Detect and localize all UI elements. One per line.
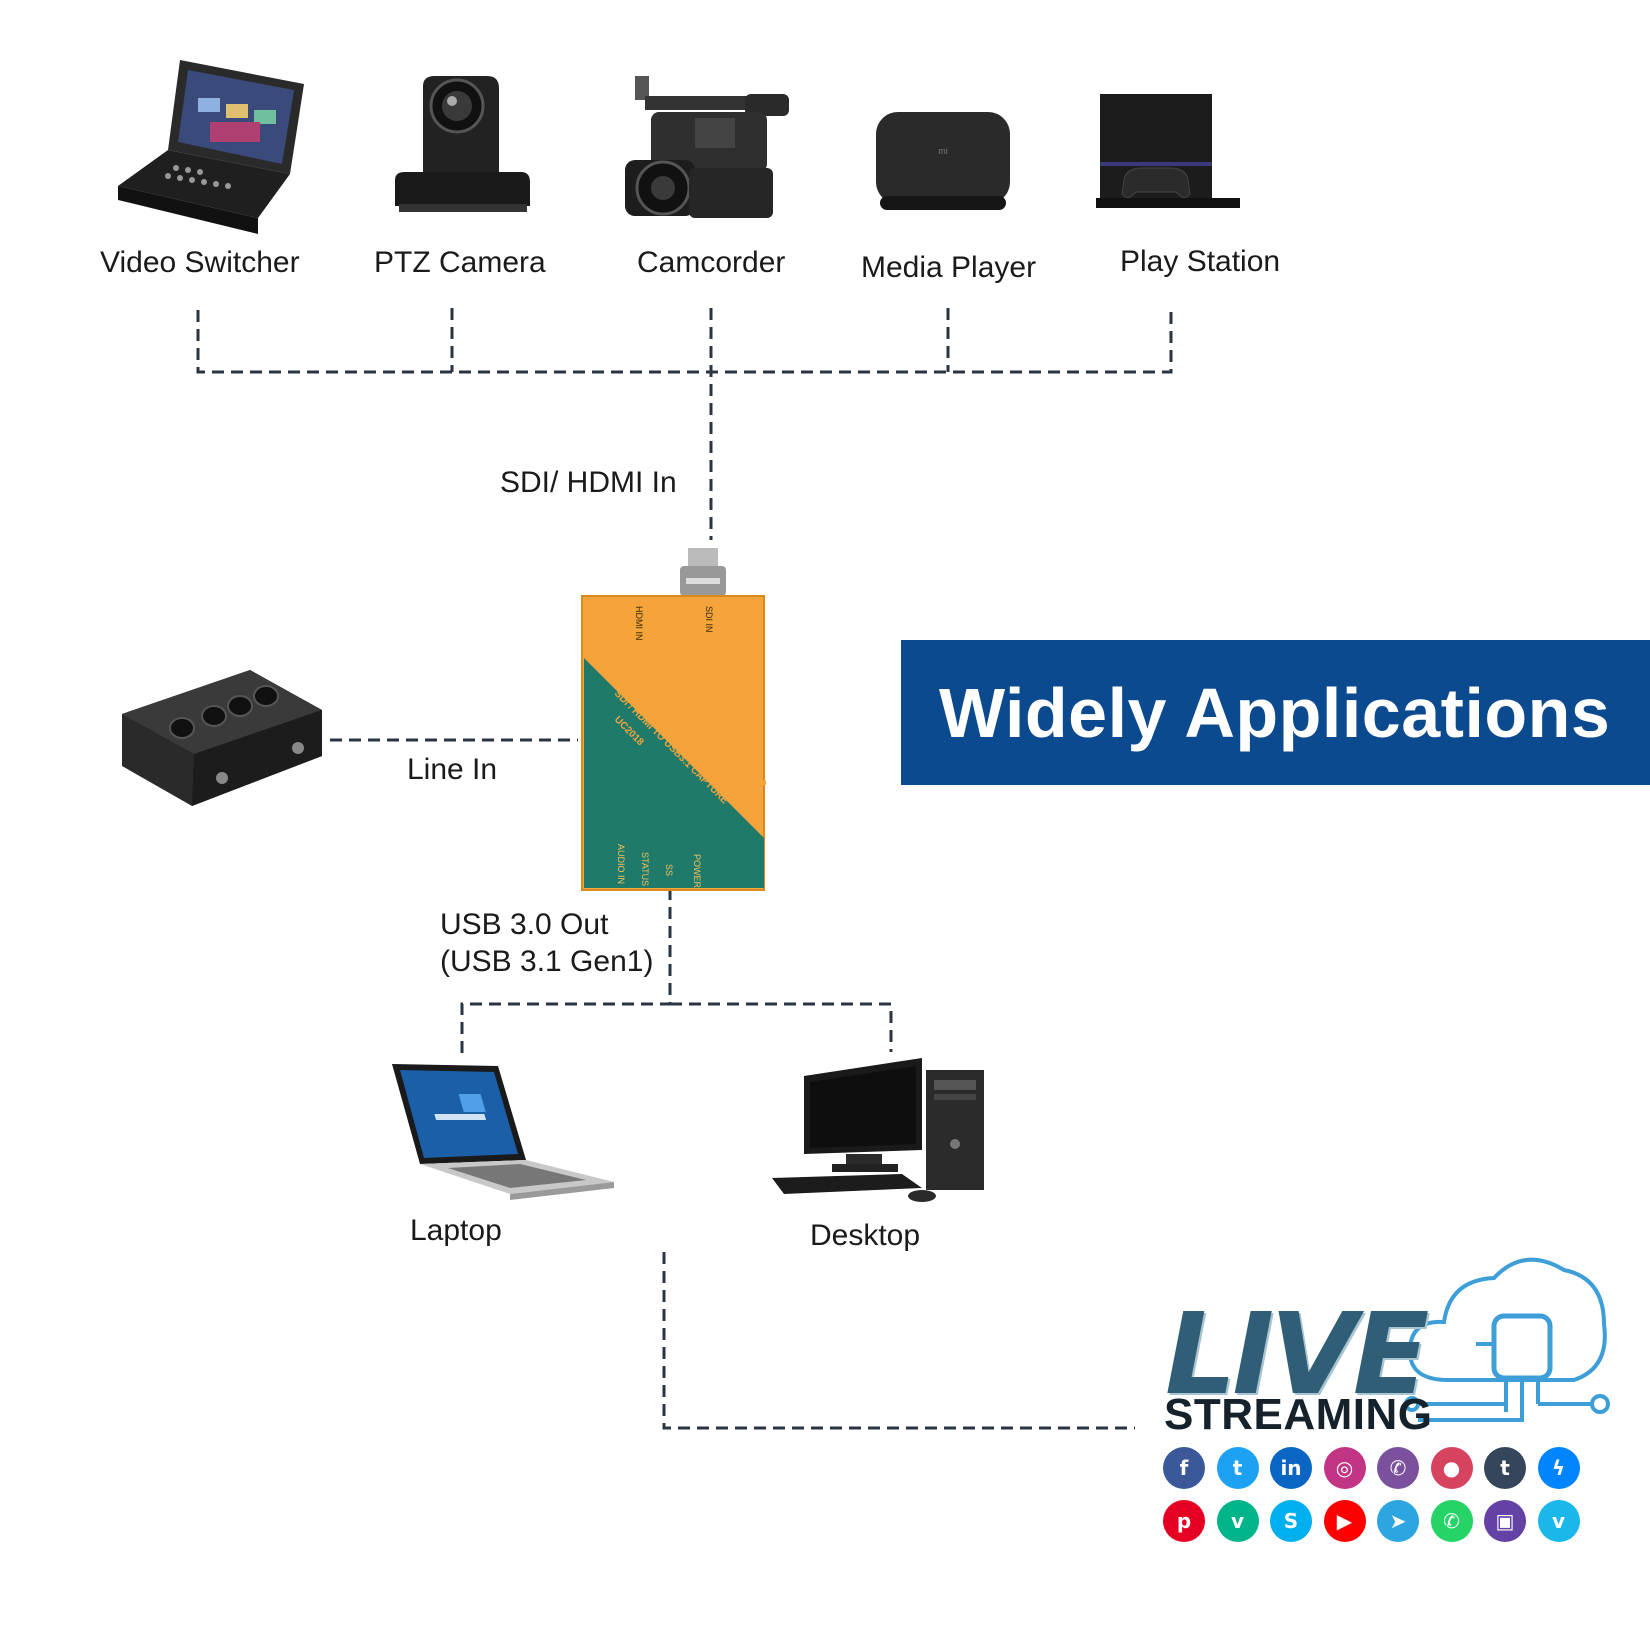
tumblr-icon: t [1484, 1447, 1526, 1489]
port-label-power: POWER [692, 854, 702, 889]
widely-applications-banner: Widely Applications [901, 640, 1650, 785]
ptz-camera-icon [395, 76, 530, 212]
usb-out-line1: USB 3.0 Out [440, 908, 609, 941]
sdi-hdmi-in-label: SDI/ HDMI In [500, 466, 677, 499]
vine-icon: v [1216, 1500, 1259, 1542]
messenger-icon: ϟ [1537, 1447, 1580, 1489]
source-label-media-player: Media Player [861, 251, 1037, 284]
source-label-play-station: Play Station [1120, 245, 1281, 278]
port-label-sdi-in: SDI IN [704, 606, 714, 633]
periscope-icon: ● [1430, 1447, 1473, 1489]
audio-mixer-icon [122, 670, 322, 806]
linkedin-icon: in [1270, 1447, 1312, 1489]
whatsapp-icon: ✆ [1430, 1500, 1473, 1542]
twitch-icon: ▣ [1484, 1500, 1526, 1542]
port-label-hdmi-in: HDMI IN [634, 606, 644, 641]
line-in-label: Line In [407, 753, 498, 786]
source-label-video-switcher: Video Switcher [100, 246, 300, 279]
port-label-ss: SS [664, 864, 674, 876]
youtube-icon: ▶ [1323, 1500, 1366, 1542]
laptop-icon [392, 1064, 614, 1200]
facebook-icon: f [1163, 1447, 1205, 1489]
instagram-icon: ◎ [1323, 1447, 1366, 1489]
play-station-icon [1096, 94, 1240, 208]
capture-device: HDMI IN SDI IN AUDIO IN STATUS SS POWER … [581, 548, 766, 891]
port-label-status: STATUS [640, 852, 650, 886]
vimeo-icon: v [1537, 1500, 1580, 1542]
streaming-logo-word: STREAMING [1164, 1390, 1433, 1439]
output-label-desktop: Desktop [810, 1219, 921, 1252]
skype-icon: S [1270, 1500, 1312, 1542]
desktop-computer-icon [772, 1058, 984, 1202]
camcorder-icon [625, 76, 789, 218]
video-switcher-icon [118, 60, 304, 234]
usb-out-line2: (USB 3.1 Gen1) [440, 945, 654, 978]
svg-text:mi: mi [938, 146, 948, 156]
telegram-icon: ➤ [1377, 1500, 1419, 1542]
source-label-ptz-camera: PTZ Camera [374, 246, 546, 279]
output-label-laptop: Laptop [410, 1214, 502, 1247]
source-label-camcorder: Camcorder [637, 246, 786, 279]
usb-out-label: USB 3.0 Out (USB 3.1 Gen1) [440, 906, 653, 980]
port-label-audio-in: AUDIO IN [616, 844, 626, 884]
viber-icon: ✆ [1377, 1447, 1419, 1489]
live-logo-word: LIVE [1165, 1290, 1429, 1420]
banner-title: Widely Applications [939, 673, 1611, 752]
twitter-icon: t [1216, 1447, 1259, 1489]
pinterest-icon: p [1163, 1500, 1205, 1542]
media-player-icon: mi [876, 112, 1010, 210]
cloud-circuit-icon [1404, 1257, 1610, 1422]
